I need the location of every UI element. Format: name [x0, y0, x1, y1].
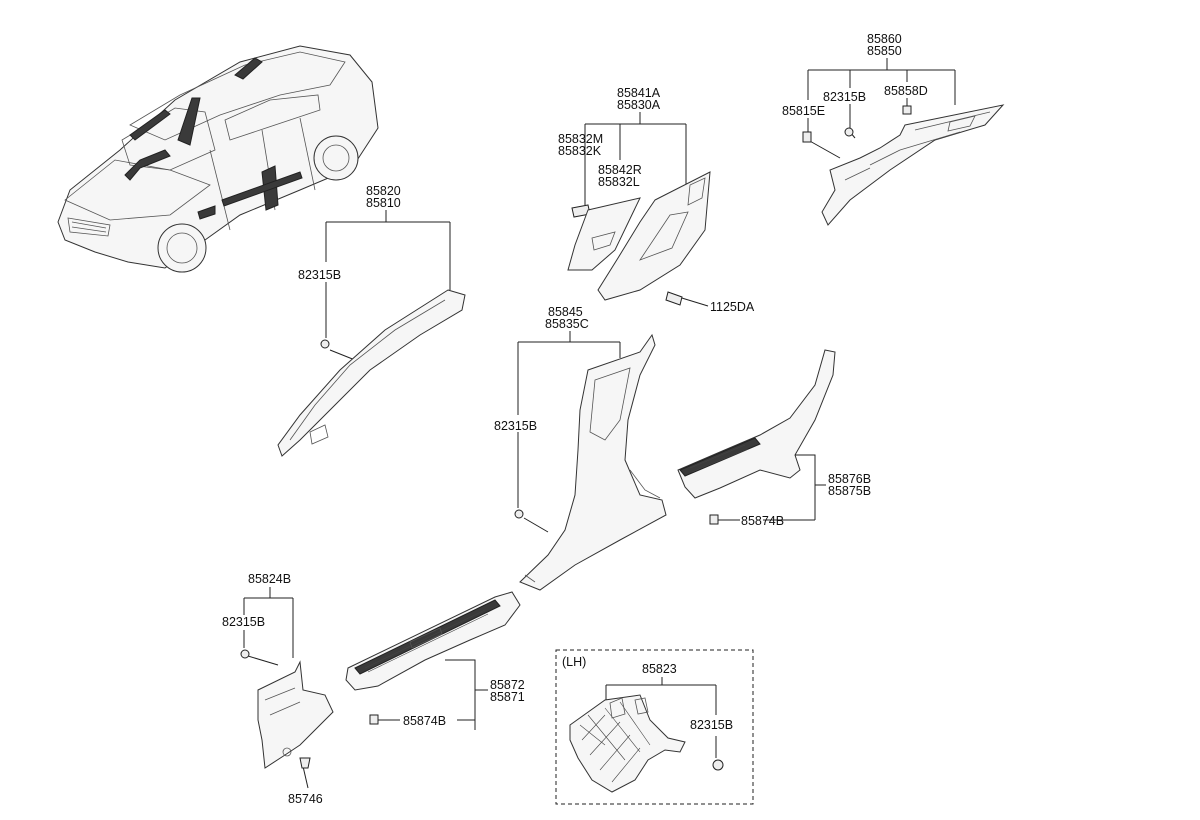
label-85876B: 85876B: [828, 472, 871, 486]
center-pillar-lower-trim: [519, 333, 667, 591]
clip-82315B-front: [320, 339, 330, 349]
label-82315B-kick: 82315B: [222, 615, 265, 629]
label-1125DA: 1125DA: [710, 300, 755, 314]
front-pillar-trim-group: 85820 85810 82315B: [277, 184, 466, 457]
rear-scuff-group: 85876B 85875B 85874B: [677, 349, 871, 528]
label-85832K: 85832K: [558, 144, 602, 158]
clip-82315B-inset: [712, 759, 724, 771]
car-illustration: [57, 45, 379, 273]
label-85841A: 85841A: [617, 86, 661, 100]
label-85874B-front: 85874B: [403, 714, 446, 728]
center-pillar-upper-group: 85841A 85830A 85832M 85832K 85842R 85832…: [558, 86, 755, 314]
lh-kick-panel-trim: [569, 694, 686, 793]
pillar-trim-left: [567, 197, 641, 271]
label-85872: 85872: [490, 678, 525, 692]
label-82315B-center: 82315B: [494, 419, 537, 433]
bolt-1125DA: [665, 291, 683, 306]
label-85842R: 85842R: [598, 163, 642, 177]
label-85832M: 85832M: [558, 132, 603, 146]
rear-door-scuff-plate: [677, 349, 836, 499]
screw-85746: [299, 757, 311, 769]
rear-pillar-trim-group: 85860 85850 85815E 82315B 85858D: [782, 32, 1005, 226]
label-85830A: 85830A: [617, 98, 661, 112]
front-pillar-trim: [277, 289, 466, 457]
pillar-trim-right: [597, 171, 711, 301]
label-85835C: 85835C: [545, 317, 589, 331]
label-85815E: 85815E: [782, 104, 825, 118]
front-scuff-group: 85872 85871 85874B: [345, 591, 525, 730]
label-85832L: 85832L: [598, 175, 640, 189]
clip-85874B-front: [369, 714, 379, 725]
label-85823: 85823: [642, 662, 677, 676]
label-85874B-rear: 85874B: [741, 514, 784, 528]
kick-panel-group: 85824B 82315B 85746: [222, 572, 334, 806]
lh-inset-group: (LH) 85823 82315B: [555, 649, 754, 805]
label-85871: 85871: [490, 690, 525, 704]
lh-inset-frame: [555, 649, 754, 805]
label-85860: 85860: [867, 32, 902, 46]
label-85875B: 85875B: [828, 484, 871, 498]
label-85746: 85746: [288, 792, 323, 806]
label-85858D: 85858D: [884, 84, 928, 98]
clip-85858D: [902, 105, 912, 115]
label-82315B-inset: 82315B: [690, 718, 733, 732]
label-82315B-front: 82315B: [298, 268, 341, 282]
label-85820: 85820: [366, 184, 401, 198]
label-85824B: 85824B: [248, 572, 291, 586]
clip-82315B-kick: [240, 649, 250, 659]
kick-panel-trim: [257, 660, 334, 769]
label-85850: 85850: [867, 44, 902, 58]
rear-pillar-trim: [821, 104, 1005, 226]
label-82315B-rear: 82315B: [823, 90, 866, 104]
label-85810: 85810: [366, 196, 401, 210]
inset-title: (LH): [562, 655, 586, 669]
clip-85874B-rear: [709, 514, 719, 525]
clip-82315B-rear: [844, 127, 854, 137]
center-pillar-lower-group: 85845 85835C 82315B: [494, 305, 667, 591]
label-85845: 85845: [548, 305, 583, 319]
clip-85815E: [802, 131, 812, 143]
clip-82315B-center: [514, 509, 524, 519]
